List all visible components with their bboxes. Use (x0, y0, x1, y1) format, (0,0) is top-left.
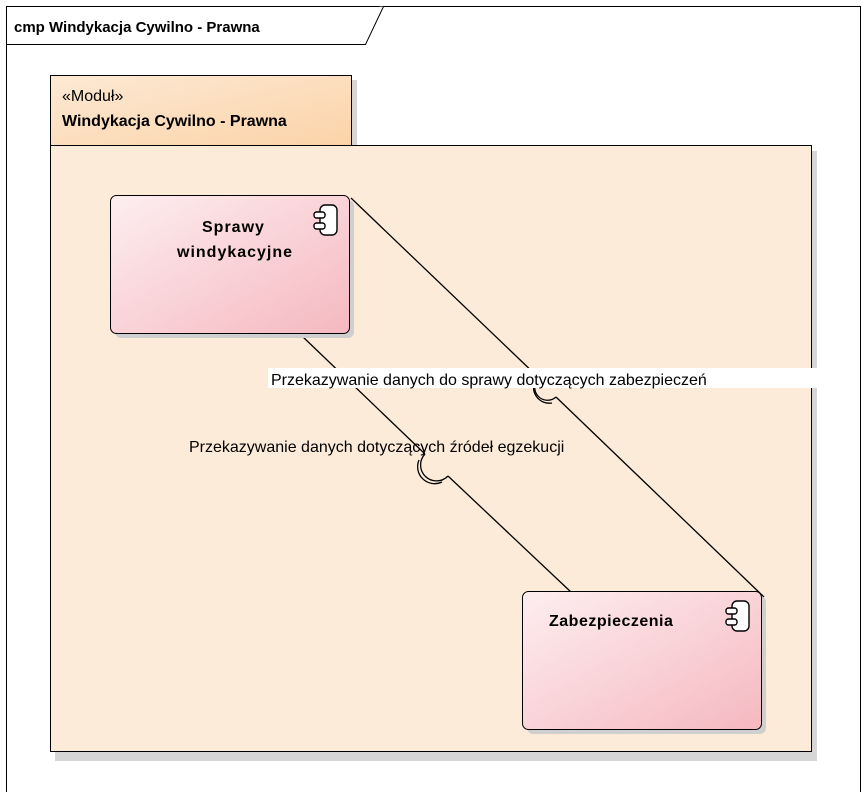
connector-label-bg (268, 368, 836, 388)
connector-line-upper-a (350, 197, 540, 379)
frame-title: cmp Windykacja Cywilno - Prawna (14, 19, 260, 36)
connector-label: Przekazywanie danych dotyczących źródeł … (189, 439, 564, 456)
component-body (110, 195, 350, 334)
package-tab (50, 75, 352, 146)
connectors (301, 197, 765, 598)
frame-title-tab (6, 6, 384, 45)
package-stereotype: «Moduł» (62, 88, 123, 105)
connector-line-lower-a (301, 335, 426, 455)
component-name-line1: Sprawy (202, 219, 265, 236)
component-name-line2: windykacyjne (176, 244, 293, 261)
connector-label: Przekazywanie danych do sprawy dotyczący… (271, 372, 707, 389)
connector-lower[interactable]: Przekazywanie danych dotyczących źródeł … (189, 439, 564, 485)
component-icon (725, 600, 750, 632)
component-zabezpieczenia[interactable]: Zabezpieczenia (522, 591, 767, 735)
component-icon (313, 204, 338, 236)
connector-line-upper-b (555, 396, 765, 598)
provided-interface-ball-icon (419, 453, 449, 482)
required-interface-socket-icon (416, 459, 443, 485)
connector-upper[interactable]: Przekazywanie danych do sprawy dotyczący… (268, 368, 836, 404)
component-sprawy-windykacyjne[interactable]: Sprawy windykacyjne (110, 195, 355, 339)
package-name: Windykacja Cywilno - Prawna (62, 113, 287, 130)
component-body (522, 591, 762, 730)
component-name: Zabezpieczenia (549, 613, 673, 630)
connector-line-lower-b (447, 475, 573, 594)
